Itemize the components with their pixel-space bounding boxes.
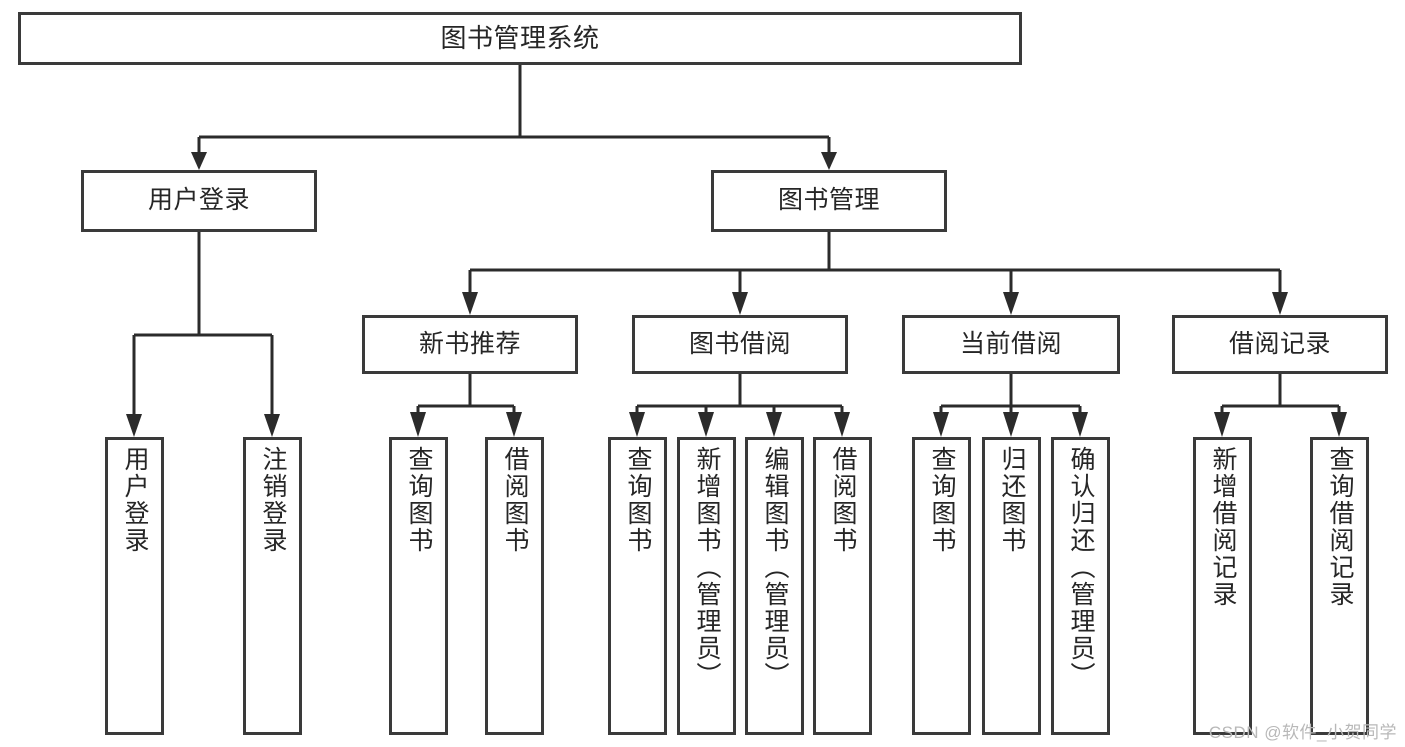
leaf-user-login[interactable]: 用户登录 (105, 437, 164, 735)
leaf-newbook-query-books[interactable]: 查询图书 (389, 437, 448, 735)
node-label: 查询借阅记录 (1326, 446, 1354, 608)
node-label: 借阅记录 (1228, 329, 1331, 358)
arrowhead-user-login (191, 152, 207, 170)
leaf-bookborrow-query-books[interactable]: 查询图书 (608, 437, 667, 735)
arrowhead-leaf-logout (264, 414, 280, 437)
node-label: 新增图书（管理员） (693, 446, 721, 689)
node-root-book-management-system[interactable]: 图书管理系统 (18, 12, 1022, 65)
node-label: 查询图书 (624, 446, 652, 554)
arrowhead-borrow-record (1272, 292, 1288, 315)
node-user-login[interactable]: 用户登录 (81, 170, 317, 232)
arrowhead-borrowrecord-leaf-1 (1214, 412, 1230, 437)
node-new-book-recommendation[interactable]: 新书推荐 (362, 315, 578, 374)
arrowhead-currentborrow-leaf-1 (933, 412, 949, 437)
node-label: 归还图书 (998, 446, 1026, 554)
node-label: 借阅图书 (829, 446, 857, 554)
arrowhead-book-borrow (732, 292, 748, 315)
arrowhead-book-mgmt (821, 152, 837, 170)
node-label: 查询图书 (405, 446, 433, 554)
node-label: 图书管理系统 (440, 23, 600, 54)
arrowhead-currentborrow-leaf-2 (1003, 412, 1019, 437)
arrowhead-borrowrecord-leaf-2 (1331, 412, 1347, 437)
arrowhead-newbook-leaf-1 (410, 412, 426, 437)
leaf-borrowrecord-query-record[interactable]: 查询借阅记录 (1310, 437, 1369, 735)
leaf-borrowrecord-add-record[interactable]: 新增借阅记录 (1193, 437, 1252, 735)
leaf-bookborrow-add-book-admin[interactable]: 新增图书（管理员） (677, 437, 736, 735)
leaf-logout[interactable]: 注销登录 (243, 437, 302, 735)
arrowhead-newbook-leaf-2 (506, 412, 522, 437)
node-borrowing-records[interactable]: 借阅记录 (1172, 315, 1388, 374)
node-book-borrowing[interactable]: 图书借阅 (632, 315, 848, 374)
arrowhead-bookborrow-leaf-1 (629, 412, 645, 437)
node-current-borrowing[interactable]: 当前借阅 (902, 315, 1120, 374)
node-label: 注销登录 (259, 446, 287, 554)
csdn-watermark: CSDN @软件_小贺同学 (1208, 723, 1397, 742)
arrowhead-currentborrow-leaf-3 (1072, 412, 1088, 437)
node-book-management[interactable]: 图书管理 (711, 170, 947, 232)
leaf-currentborrow-query-books[interactable]: 查询图书 (912, 437, 971, 735)
leaf-bookborrow-borrow-books[interactable]: 借阅图书 (813, 437, 872, 735)
node-label: 新增借阅记录 (1209, 446, 1237, 608)
arrowhead-bookborrow-leaf-2 (698, 412, 714, 437)
arrowhead-leaf-user-login (126, 414, 142, 437)
node-label: 查询图书 (928, 446, 956, 554)
node-label: 编辑图书（管理员） (761, 446, 789, 689)
arrowhead-new-book (462, 292, 478, 315)
node-label: 图书管理 (777, 186, 880, 215)
leaf-newbook-borrow-books[interactable]: 借阅图书 (485, 437, 544, 735)
leaf-currentborrow-return-books[interactable]: 归还图书 (982, 437, 1041, 735)
node-label: 借阅图书 (501, 446, 529, 554)
leaf-currentborrow-confirm-return-admin[interactable]: 确认归还（管理员） (1051, 437, 1110, 735)
node-label: 新书推荐 (418, 329, 521, 358)
node-label: 用户登录 (147, 186, 250, 215)
node-label: 确认归还（管理员） (1067, 446, 1095, 689)
node-label: 用户登录 (121, 446, 149, 554)
arrowhead-bookborrow-leaf-3 (766, 412, 782, 437)
node-label: 图书借阅 (688, 329, 791, 358)
arrowhead-current-borrow (1003, 292, 1019, 315)
leaf-bookborrow-edit-book-admin[interactable]: 编辑图书（管理员） (745, 437, 804, 735)
node-label: 当前借阅 (959, 329, 1062, 358)
arrowhead-bookborrow-leaf-4 (834, 412, 850, 437)
